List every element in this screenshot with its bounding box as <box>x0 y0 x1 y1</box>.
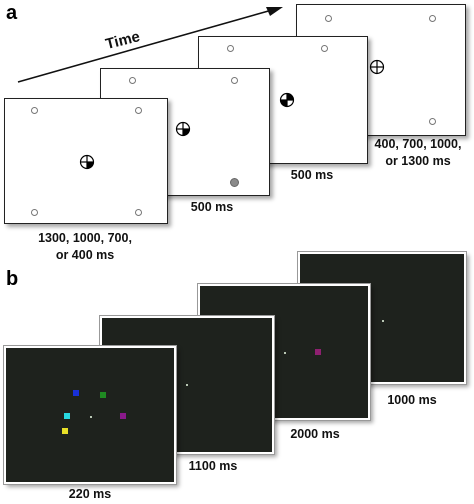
fixation-dot <box>90 416 92 418</box>
panel-b-duration-1: 220 ms <box>68 487 112 501</box>
target-dot <box>230 178 239 187</box>
time-arrow <box>17 7 283 83</box>
fixation-dot <box>186 384 188 386</box>
placeholder-ring <box>31 107 38 114</box>
panel-b-duration-2: 1100 ms <box>188 459 238 473</box>
placeholder-ring <box>129 77 136 84</box>
panel-b-duration-4: 1000 ms <box>387 393 437 407</box>
memory-square-purple <box>315 349 321 355</box>
memory-square-cyan <box>64 413 70 419</box>
placeholder-ring <box>321 45 328 52</box>
fixation-dot <box>382 320 384 322</box>
placeholder-ring <box>31 209 38 216</box>
panel-a-duration-1: 1300, 1000, 700, or 400 ms <box>38 231 132 262</box>
placeholder-ring <box>227 45 234 52</box>
panel-a-duration-4: 400, 700, 1000, or 1300 ms <box>374 137 462 168</box>
placeholder-ring <box>325 15 332 22</box>
memory-square-green <box>100 392 106 398</box>
placeholder-ring <box>231 77 238 84</box>
panel-a-duration-2: 500 ms <box>190 200 234 214</box>
panel-b-letter: b <box>6 268 19 290</box>
placeholder-ring <box>429 15 436 22</box>
panel-b-duration-3: 2000 ms <box>290 427 340 441</box>
fixation-cross-icon <box>369 59 385 75</box>
fixation-dot <box>284 352 286 354</box>
cue-quadrant-icon <box>279 92 295 108</box>
panel-b-screen-1 <box>3 345 177 485</box>
panel-a-letter: a <box>6 2 18 24</box>
placeholder-ring <box>429 118 436 125</box>
placeholder-ring <box>135 209 142 216</box>
cue-quadrant-icon <box>79 154 95 170</box>
placeholder-ring <box>135 107 142 114</box>
panel-a-screen-1 <box>4 98 168 224</box>
memory-square-yellow <box>62 428 68 434</box>
cue-quadrant-icon <box>175 121 191 137</box>
panel-a-duration-3: 500 ms <box>290 168 334 182</box>
memory-square-magenta <box>120 413 126 419</box>
memory-square-blue <box>73 390 79 396</box>
